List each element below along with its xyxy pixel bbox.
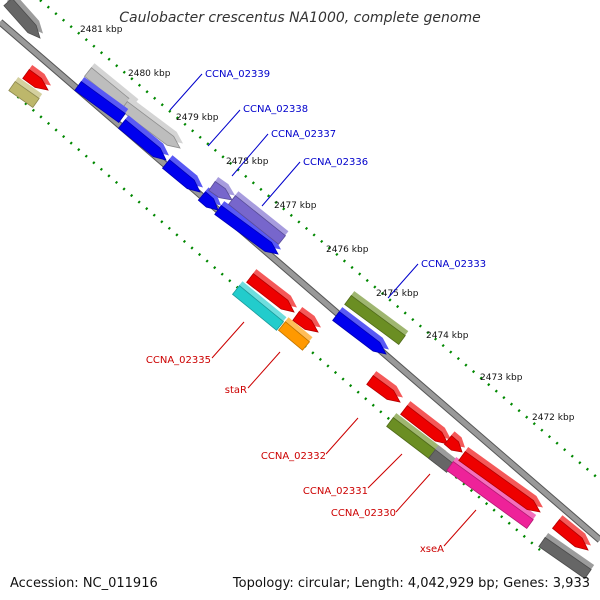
gene-blue-1[interactable] (74, 77, 129, 124)
gene-purple-2[interactable] (228, 191, 289, 245)
tick-label: 2474 kbp (426, 331, 469, 341)
gene-orange[interactable] (277, 317, 313, 351)
gene-magenta[interactable] (446, 457, 537, 530)
gene-dark-bottom[interactable] (538, 532, 595, 580)
gene-label[interactable]: CCNA_02333 (421, 259, 486, 270)
tick-label: 2472 kbp (532, 413, 575, 423)
gene-red-small-top[interactable] (22, 65, 51, 91)
gene-red-5[interactable] (443, 431, 465, 453)
gene-cyan[interactable] (231, 281, 287, 331)
label-leader (211, 321, 245, 359)
gene-olive-1[interactable] (344, 291, 409, 345)
accession-text: Accession: NC_011916 (10, 576, 158, 591)
tick-label: 2481 kbp (80, 25, 123, 35)
gene-label[interactable]: CCNA_02339 (205, 69, 270, 80)
gene-label[interactable]: CCNA_02332 (261, 451, 326, 462)
gene-label[interactable]: CCNA_02338 (243, 104, 308, 115)
tick-label: 2479 kbp (176, 113, 219, 123)
gene-dark-top[interactable] (3, 0, 43, 39)
label-leader (231, 133, 269, 177)
tick-label: 2475 kbp (376, 289, 419, 299)
gene-grey-2[interactable] (120, 97, 183, 149)
gene-label[interactable]: CCNA_02336 (303, 157, 368, 168)
gene-label[interactable]: CCNA_02337 (271, 129, 336, 140)
gene-blue-2[interactable] (117, 115, 169, 161)
gene-label[interactable]: xseA (420, 544, 444, 555)
outer-dotted-track (39, 0, 600, 481)
gene-red-2[interactable] (292, 307, 321, 333)
gene-red-4[interactable] (400, 401, 451, 445)
tick-label: 2473 kbp (480, 373, 523, 383)
label-leader (207, 109, 241, 147)
label-leader (443, 509, 477, 547)
gene-blue-6[interactable] (332, 307, 389, 355)
gene-red-6[interactable] (458, 447, 543, 513)
genome-summary-text: Topology: circular; Length: 4,042,929 bp… (232, 576, 590, 591)
gene-red-1[interactable] (246, 269, 297, 313)
label-leader (387, 263, 419, 299)
gene-blue-3[interactable] (161, 155, 203, 193)
gene-red-7[interactable] (551, 515, 591, 551)
gene-khaki[interactable] (8, 77, 43, 109)
label-leader (247, 351, 281, 389)
gene-label[interactable]: staR (225, 385, 247, 396)
gene-features (3, 0, 595, 580)
map-title: Caulobacter crescentus NA1000, complete … (119, 10, 480, 26)
gene-label[interactable]: CCNA_02335 (146, 355, 211, 366)
gene-red-3[interactable] (366, 371, 403, 403)
label-leader (169, 73, 203, 111)
gene-blue-5[interactable] (214, 201, 281, 255)
label-leaders: CCNA_02339CCNA_02338CCNA_02337CCNA_02336… (146, 69, 486, 555)
label-leader (395, 473, 431, 513)
label-leader (325, 417, 359, 455)
tick-label: 2477 kbp (274, 201, 317, 211)
tick-label: 2476 kbp (326, 245, 369, 255)
scale-ticks: 2481 kbp 2480 kbp 2479 kbp 2478 kbp 2477 kbp… (80, 25, 575, 423)
label-leader (261, 161, 301, 207)
gene-blue-4[interactable] (197, 187, 221, 211)
tick-label: 2478 kbp (226, 157, 269, 167)
label-leader (367, 453, 403, 489)
gene-label[interactable]: CCNA_02330 (331, 508, 396, 519)
tick-label: 2480 kbp (128, 69, 171, 79)
gene-purple-1[interactable] (208, 176, 235, 201)
gene-label[interactable]: CCNA_02331 (303, 486, 368, 497)
